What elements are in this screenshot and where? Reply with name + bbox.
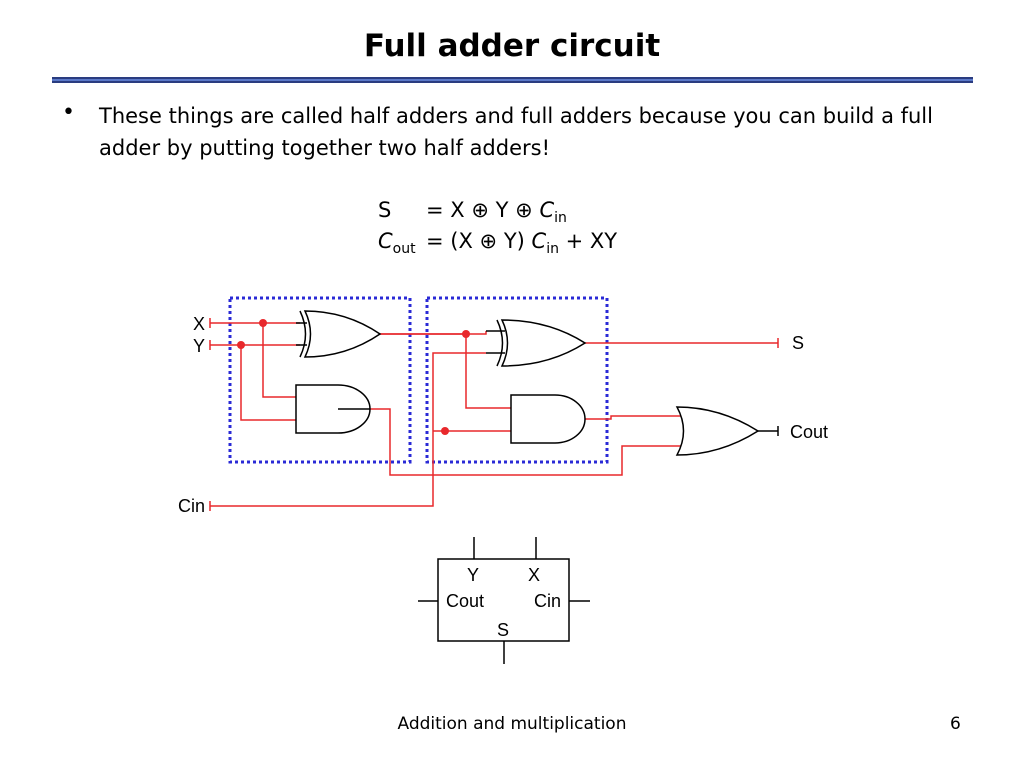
equation-carry-rhs: = (X ⊕ Y) Cin + XY bbox=[426, 229, 618, 258]
or-gate bbox=[675, 406, 778, 456]
output-s-label: S bbox=[792, 333, 804, 353]
footer-text: Addition and multiplication bbox=[397, 714, 627, 734]
block-y-label: Y bbox=[467, 565, 479, 585]
and-gate-1 bbox=[295, 384, 371, 434]
xor-gate-2 bbox=[486, 319, 587, 367]
bullet-dot: • bbox=[62, 100, 75, 125]
output-cout-label: Cout bbox=[790, 422, 828, 442]
slide-title: Full adder circuit bbox=[363, 28, 661, 64]
full-adder-block bbox=[418, 537, 590, 664]
block-cin-label: Cin bbox=[534, 591, 561, 611]
circuit-wires bbox=[210, 322, 778, 507]
junction-y bbox=[237, 341, 245, 349]
junction-dots bbox=[237, 319, 470, 435]
page-number: 6 bbox=[950, 714, 961, 734]
and-gate-2 bbox=[510, 394, 586, 444]
half-adder-box-1 bbox=[228, 296, 412, 464]
junction-x bbox=[259, 319, 267, 327]
input-cin-label: Cin bbox=[178, 496, 205, 516]
block-x-label: X bbox=[528, 565, 540, 585]
half-adder-box-2 bbox=[425, 296, 609, 464]
junction-cin bbox=[441, 427, 449, 435]
bullet-text: These things are called half adders and … bbox=[99, 104, 933, 160]
gates bbox=[295, 310, 778, 456]
input-x-label: X bbox=[193, 314, 205, 334]
xor-gate-1 bbox=[296, 310, 382, 358]
input-y-label: Y bbox=[193, 336, 205, 356]
equation-carry-lhs: Cout bbox=[378, 229, 416, 258]
block-cout-label: Cout bbox=[446, 591, 484, 611]
title-rule bbox=[52, 77, 973, 83]
junction-xor1-out bbox=[462, 330, 470, 338]
terminal-ticks bbox=[209, 318, 779, 511]
equation-sum-rhs: = X ⊕ Y ⊕ Cin bbox=[426, 198, 567, 227]
block-s-label: S bbox=[497, 620, 509, 640]
equation-sum-lhs: S bbox=[378, 198, 392, 222]
